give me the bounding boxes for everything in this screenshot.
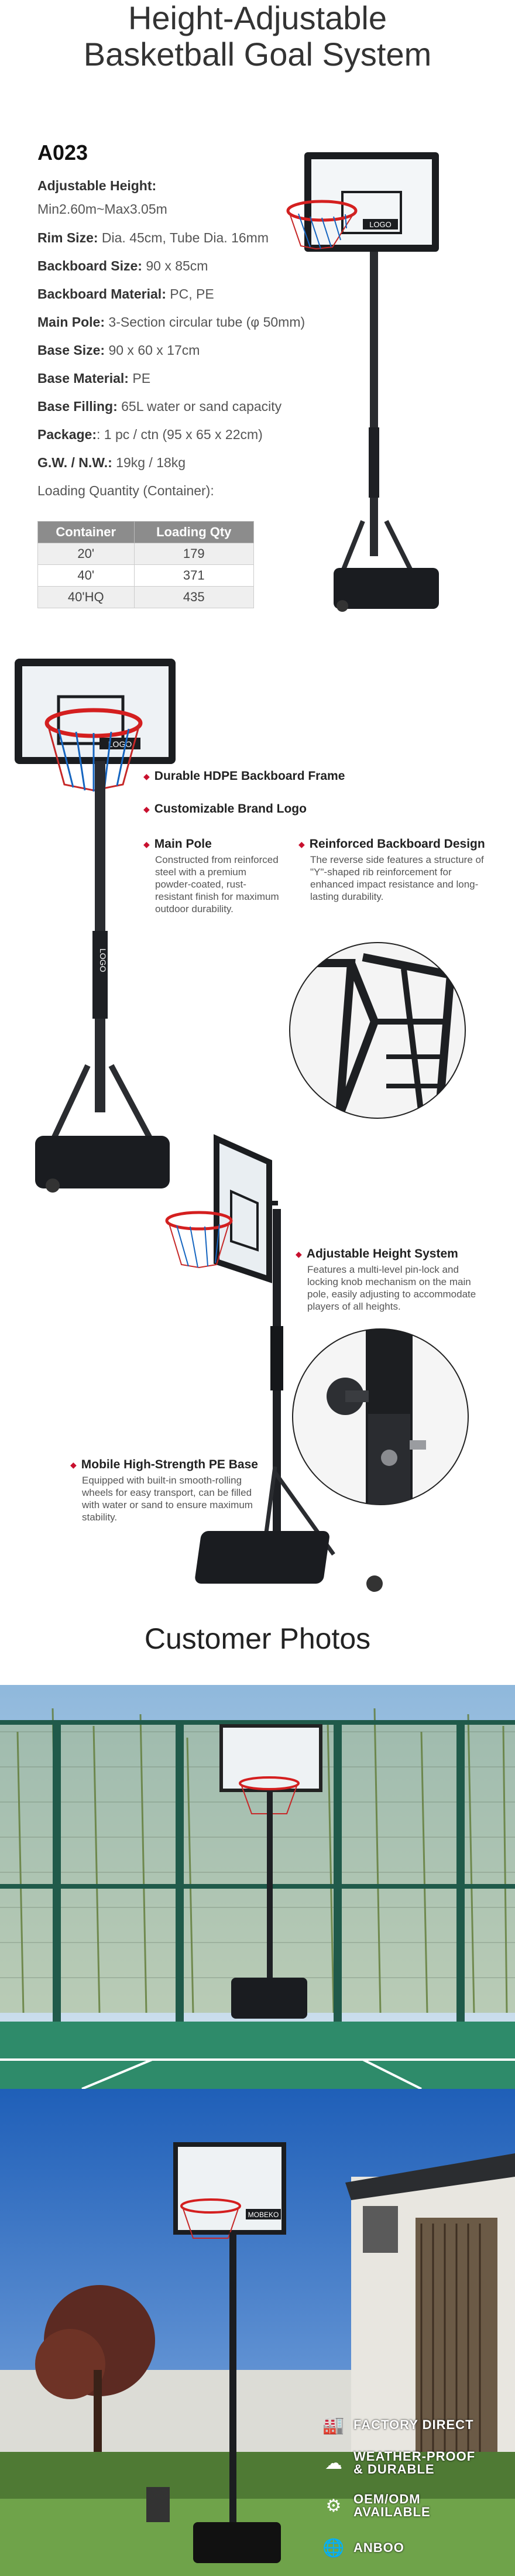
hoop-product-image-1: LOGO	[286, 152, 439, 612]
model-number: A023	[37, 141, 88, 165]
spec-base-material: Base Material: PE	[37, 371, 151, 386]
bullet-diamond-icon: ◆	[143, 771, 150, 781]
spec-adjustable-height: Adjustable Height: Min2.60m~Max3.05m	[37, 176, 353, 219]
bullet-diamond-icon: ◆	[296, 1249, 302, 1259]
feature-reinforced-backboard: ◆Reinforced Backboard Design The reverse…	[298, 837, 485, 902]
table-header: Container	[37, 521, 135, 543]
spec-main-pole: Main Pole: 3-Section circular tube (φ 50…	[37, 314, 305, 330]
factory-icon: 🏭	[322, 2415, 345, 2435]
title-line-1: Height-Adjustable	[128, 0, 387, 36]
table-header-row: Container Loading Qty	[37, 521, 255, 543]
feature-mobile-base: ◆Mobile High-Strength PE Base Equipped w…	[70, 1458, 258, 1523]
weather-cloud-icon: ☁	[325, 2453, 342, 2473]
pin-lock-zoom-image	[292, 1328, 469, 1505]
hoop-product-image-3	[165, 1134, 383, 1592]
hoop-product-image-2: LOGO LOGO	[15, 659, 176, 1193]
customer-photos-title: Customer Photos	[144, 1622, 371, 1655]
badge-factory-direct: 🏭 FACTORY DIRECT	[321, 2412, 474, 2438]
spec-base-size: Base Size: 90 x 60 x 17cm	[37, 342, 200, 358]
spec-rim-size: Rim Size: Dia. 45cm, Tube Dia. 16mm	[37, 230, 269, 245]
photo2-backboard-logo: MOBEKO	[248, 2211, 279, 2219]
feature-adjustable-height: ◆Adjustable Height System Features a mul…	[296, 1247, 476, 1312]
feature-brand-logo: ◆Customizable Brand Logo	[143, 802, 307, 816]
spec-backboard-size: Backboard Size: 90 x 85cm	[37, 258, 208, 273]
feature-frame: ◆Durable HDPE Backboard Frame	[143, 769, 345, 783]
backboard-logo: LOGO	[369, 220, 392, 229]
backboard-logo: LOGO	[108, 739, 132, 749]
badge-brand: 🌐 ANBOO	[321, 2535, 404, 2561]
customer-photo-courtyard: MOBEKO	[0, 2089, 515, 2576]
spec-backboard-material: Backboard Material: PC, PE	[37, 286, 214, 302]
bullet-diamond-icon: ◆	[143, 839, 150, 849]
feature-main-pole: ◆Main Pole Constructed from reinforced s…	[143, 837, 279, 914]
bullet-diamond-icon: ◆	[298, 839, 305, 849]
spec-value: Min2.60m~Max3.05m	[37, 201, 167, 217]
page-title: Height-Adjustable Basketball Goal System	[0, 0, 515, 73]
table-row: 20'179	[37, 543, 255, 565]
table-header: Loading Qty	[133, 521, 255, 543]
title-line-2: Basketball Goal System	[83, 36, 432, 73]
spec-base-filling: Base Filling: 65L water or sand capacity	[37, 399, 282, 414]
spec-weight: G.W. / N.W.: 19kg / 18kg	[37, 455, 186, 470]
spec-loading-label: Loading Quantity (Container):	[37, 483, 214, 498]
loading-table: Container Loading Qty 20'179 40'371 40'H…	[37, 521, 255, 608]
gear-icon: ⚙	[325, 2496, 342, 2516]
table-row: 40'371	[37, 564, 255, 587]
pole-logo: LOGO	[98, 948, 108, 972]
globe-icon: 🌐	[322, 2538, 345, 2558]
bullet-diamond-icon: ◆	[70, 1460, 77, 1469]
spec-list: Adjustable Height: Min2.60m~Max3.05m Rim…	[37, 176, 353, 505]
customer-photo-court	[0, 1685, 515, 2089]
backboard-rib-zoom-image	[289, 942, 466, 1119]
spec-label: Adjustable Height:	[37, 178, 157, 193]
bullet-diamond-icon: ◆	[143, 804, 150, 814]
badge-weather-proof: ☁ WEATHER-PROOF& DURABLE	[321, 2450, 475, 2476]
spec-package: Package:: 1 pc / ctn (95 x 65 x 22cm)	[37, 427, 263, 442]
